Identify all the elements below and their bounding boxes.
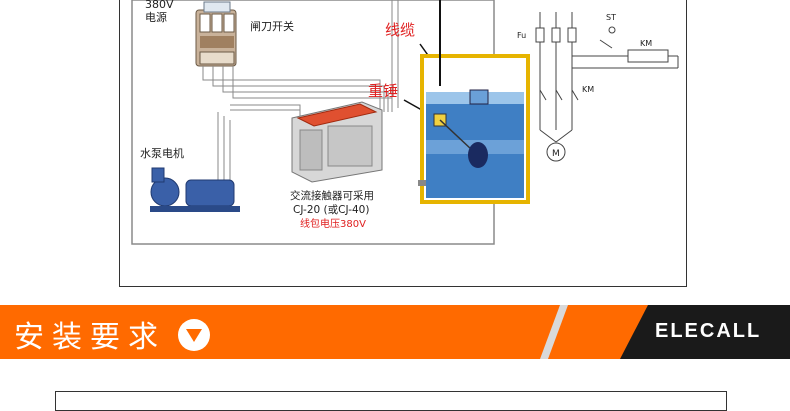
contactor-label-2: CJ-20 (或CJ-40) — [293, 204, 369, 216]
start-label: ST — [606, 13, 616, 22]
brand-logo-text: ELECALL — [655, 320, 762, 342]
section-banner — [0, 305, 790, 359]
schematic — [535, 12, 679, 162]
contactor — [291, 101, 383, 183]
cable-label: 线缆 — [385, 21, 415, 39]
coil-voltage-label: 线包电压380V — [300, 217, 366, 230]
power-label-1: 380V — [145, 0, 174, 11]
weight-label: 重锤 — [368, 82, 398, 100]
knife-switch — [195, 1, 237, 67]
pump-motor — [150, 167, 240, 212]
km-coil-label: KM — [640, 39, 652, 48]
knife-switch-label: 闸刀开关 — [250, 19, 294, 33]
water-tank — [418, 0, 530, 204]
fuse-label: Fu — [517, 31, 526, 40]
wires — [202, 0, 399, 185]
next-section-frame — [55, 391, 727, 411]
chevron-down-circle-icon — [178, 319, 210, 351]
section-title: 安装要求 — [14, 320, 166, 355]
wiring-diagram: 380V 电源 闸刀开关 交流接触器可采用 CJ-20 (或CJ-40) 线包电… — [131, 0, 679, 245]
power-label-2: 电源 — [145, 10, 167, 24]
km-contact-label: KM — [582, 85, 594, 94]
contactor-label-1: 交流接触器可采用 — [290, 189, 374, 202]
pump-motor-label: 水泵电机 — [140, 146, 184, 160]
motor-symbol-label: M — [552, 149, 560, 159]
